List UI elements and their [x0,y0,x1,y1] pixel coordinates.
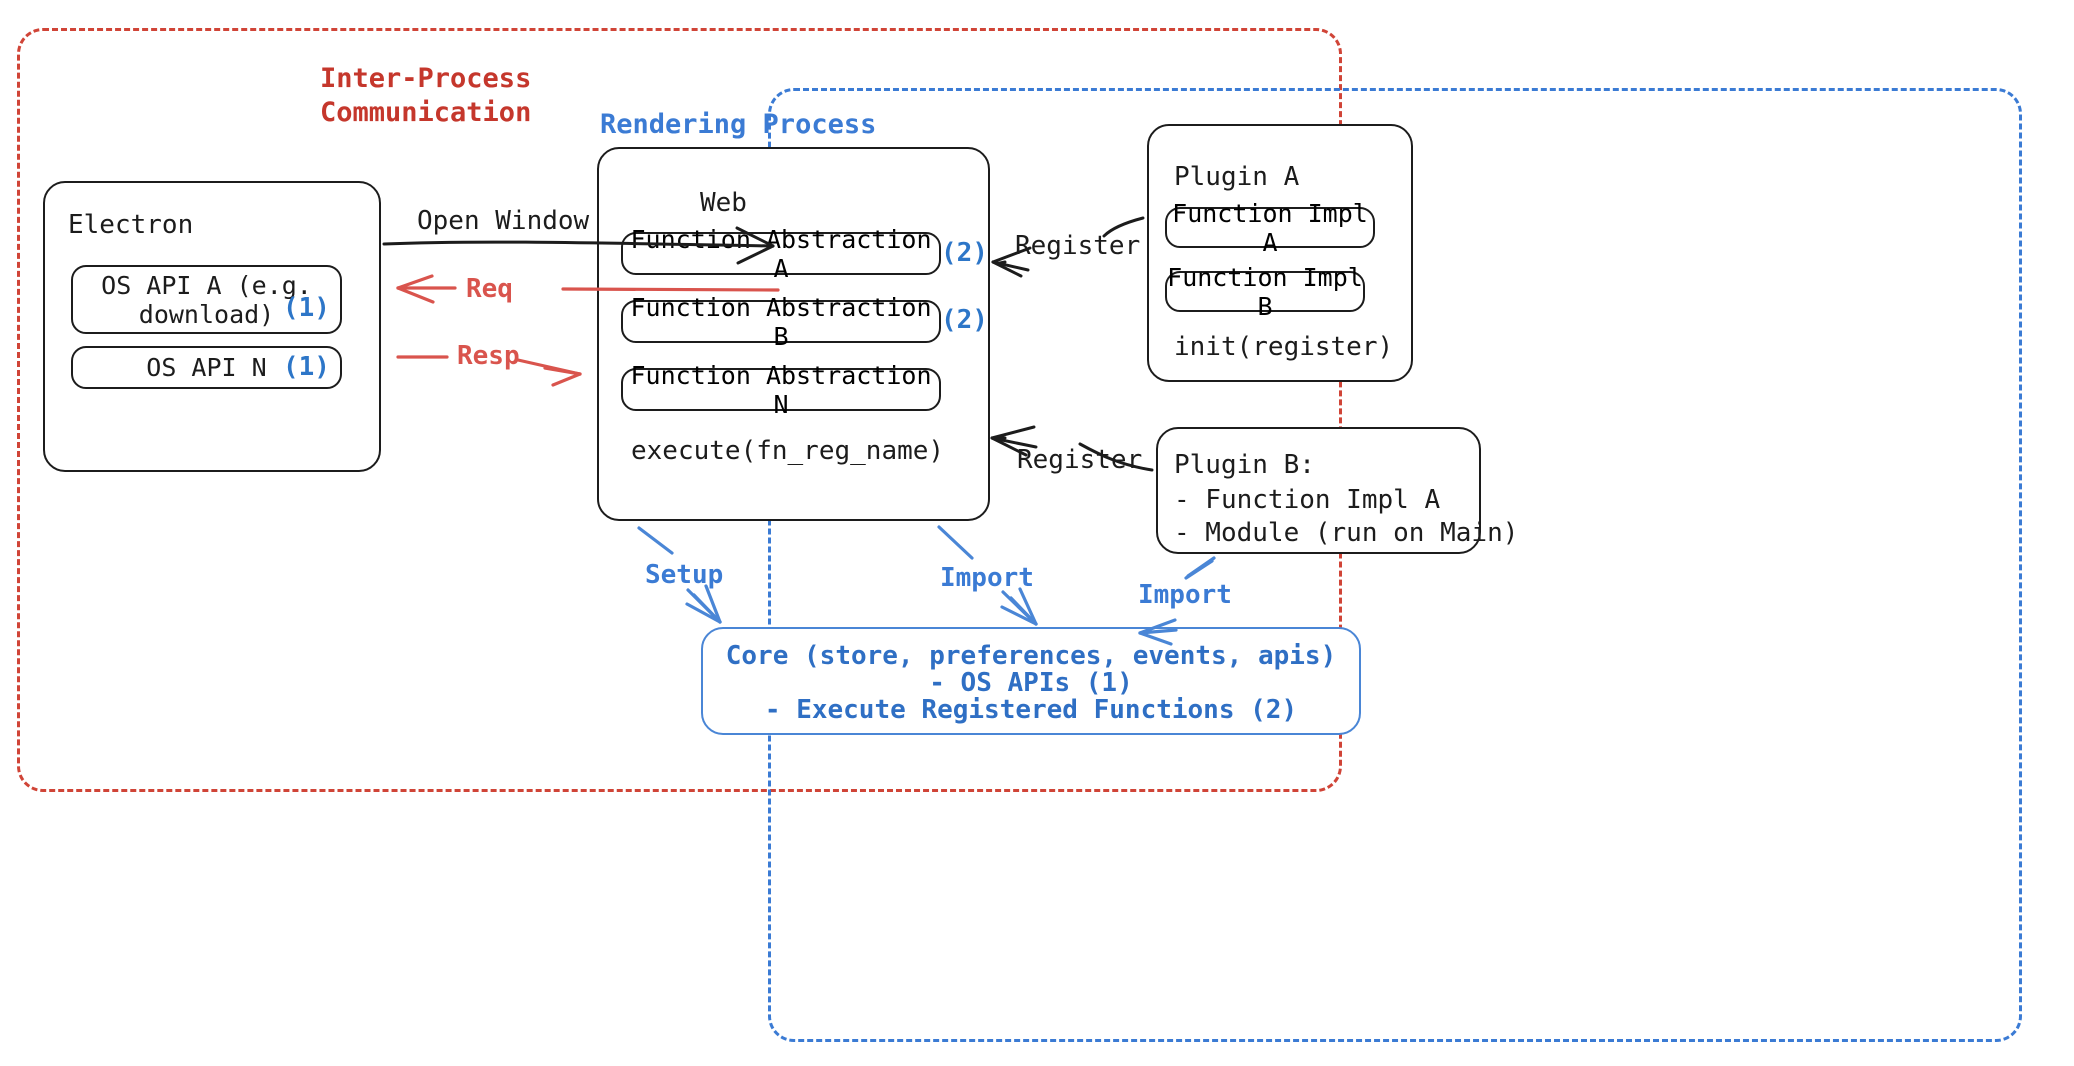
os-api-a-label: OS API A (e.g.download) [101,271,312,329]
core-line-2: - OS APIs (1) [929,668,1133,698]
core-line-1: Core (store, preferences, events, apis) [725,641,1337,671]
plugin-a-init-method: init(register) [1174,332,1394,362]
edge-label-register-plugin-a: Register [1015,231,1141,261]
plugin-a-title: Plugin A [1174,162,1300,192]
edge-label-open-window: Open Window [417,206,590,236]
plugin-a-box [1147,124,1413,382]
function-abstraction-b[interactable]: Function Abstraction B [621,293,941,351]
plugin-b-item-1: - Function Impl A [1174,485,1441,515]
edge-label-import-plugin-b: Import [1138,580,1232,610]
plugin-b-item-2: - Module (run on Main) [1174,518,1519,548]
plugin-b-title: Plugin B: [1174,450,1315,480]
os-api-a-line2: download) [138,299,275,329]
plugin-b-box [1156,427,1481,554]
plugin-a-function-impl-a[interactable]: Function Impl A [1165,199,1375,257]
edge-label-import-web: Import [940,563,1034,593]
function-abstraction-n-label: Function Abstraction N [630,360,932,419]
os-api-a-item[interactable]: OS API A (e.g.download) [71,265,342,334]
function-abstraction-a[interactable]: Function Abstraction A [621,225,941,283]
function-abstraction-n[interactable]: Function Abstraction N [621,361,941,419]
os-api-n-label: OS API N [146,353,267,382]
os-api-a-ref-badge: (1) [283,293,330,323]
function-abstraction-a-label: Function Abstraction A [630,224,932,283]
function-abstraction-b-label: Function Abstraction B [630,292,932,351]
plugin-a-function-impl-a-label: Function Impl A [1172,198,1368,257]
edge-label-req: Req [466,274,513,304]
core-box [701,627,1361,735]
core-line-3: - Execute Registered Functions (2) [764,695,1298,725]
edge-label-setup: Setup [645,560,724,590]
group-label-rendering-process: Rendering Process [600,109,877,140]
plugin-a-function-impl-b[interactable]: Function Impl B [1165,263,1365,321]
function-abstraction-a-ref-badge: (2) [941,238,988,268]
function-abstraction-b-ref-badge: (2) [941,305,988,335]
os-api-n-item[interactable]: OS API N [71,346,342,389]
os-api-a-line1: OS API A (e.g. [101,270,312,300]
electron-title: Electron [68,210,194,240]
plugin-a-function-impl-b-label: Function Impl B [1167,262,1363,321]
edge-label-register-plugin-b: Register [1017,445,1143,475]
ipc-title-line1: Inter-Process [320,63,532,94]
group-inter-process-communication [17,28,1342,792]
web-execute-method: execute(fn_reg_name) [631,436,945,466]
group-rendering-process [768,88,2022,1042]
ipc-title-line2: Communication [320,97,532,128]
os-api-n-ref-badge: (1) [283,352,330,382]
web-title: Web [700,188,747,218]
edge-label-resp: Resp [457,341,520,371]
